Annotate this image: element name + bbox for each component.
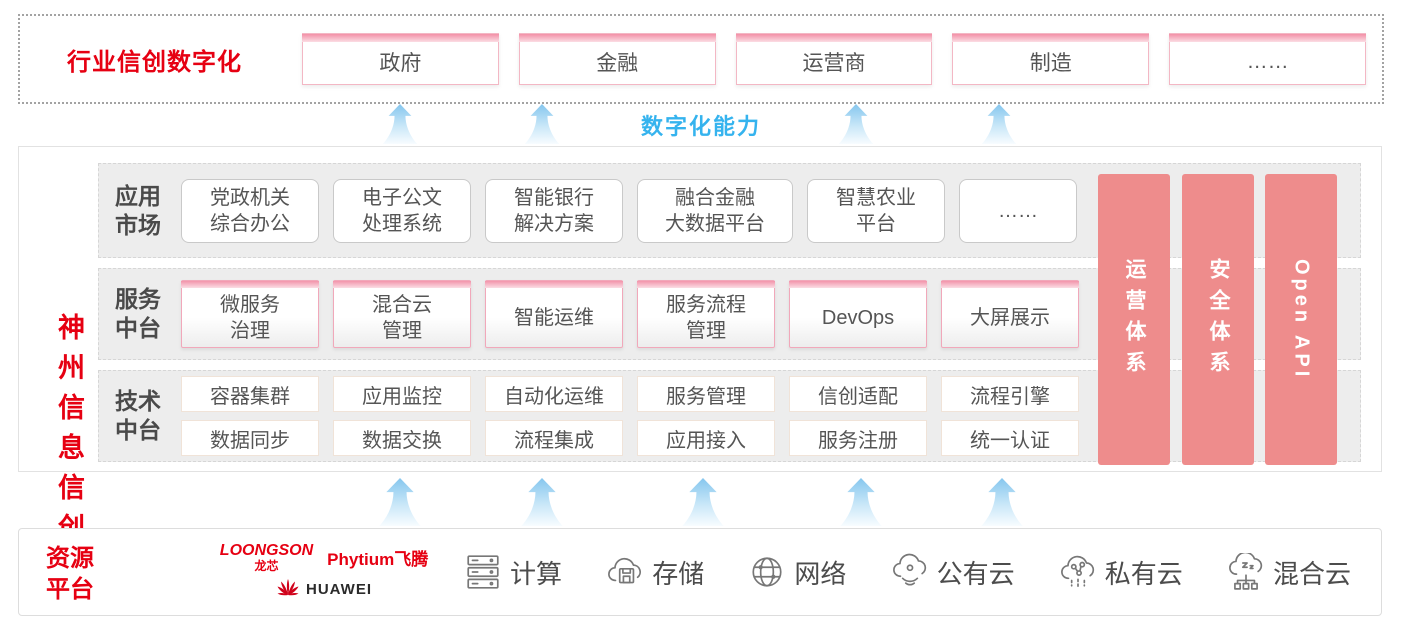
industry-box-manufacturing: 制造 (952, 33, 1150, 85)
vendor-logos: LOONGSON 龙芯 Phytium飞腾 (209, 533, 439, 611)
industry-row: 政府 金融 运营商 制造 …… (302, 16, 1366, 102)
platform-rows: 应用 市场 党政机关 综合办公 电子公文 处理系统 智能银行 解决方案 融合金融… (98, 163, 1361, 462)
tech-box: 统一认证 (941, 420, 1079, 456)
up-arrow-icon (682, 478, 724, 526)
app-box: 智能银行 解决方案 (485, 178, 623, 243)
resource-item-label: 私有云 (1104, 558, 1183, 589)
resource-item-label: 网络 (794, 558, 847, 589)
row-tech-label: 技术 中台 (115, 388, 161, 443)
resource-item-compute: 计算 (464, 553, 562, 591)
up-arrow-icon (379, 478, 421, 526)
resource-item-label: 计算 (510, 558, 563, 589)
huawei-flower-icon (277, 579, 299, 596)
row-app-market-items: 党政机关 综合办公 电子公文 处理系统 智能银行 解决方案 融合金融 大数据平台… (181, 178, 1077, 243)
resource-item-storage: 存储 (606, 553, 704, 591)
industry-box-finance: 金融 (518, 33, 716, 85)
service-box: 混合云 管理 (333, 280, 471, 348)
pillar-open-api: Open API (1265, 174, 1337, 465)
resource-platform-box: 资源 平台 LOONGSON 龙芯 Phytium飞腾 (18, 528, 1382, 616)
huawei-wordmark: HUAWEI (306, 580, 372, 598)
pillar-operation-label: 运营体系 (1123, 257, 1146, 382)
resource-platform-label: 资源 平台 (46, 545, 94, 604)
pillar-operation-system: 运营体系 (1098, 174, 1170, 465)
tech-box: 服务注册 (789, 420, 927, 456)
tech-box: 数据交换 (333, 420, 471, 456)
storage-icon (606, 553, 644, 591)
app-box-more: …… (959, 178, 1077, 243)
industry-box-operator: 运营商 (735, 33, 933, 85)
up-arrow-icon (521, 478, 563, 526)
row-service-items: 微服务 治理 混合云 管理 智能运维 服务流程 管理 DevOps 大屏展示 (181, 280, 1079, 348)
industry-band-title: 行业信创数字化 (67, 48, 242, 76)
industry-box-more: …… (1169, 33, 1366, 85)
app-box: 融合金融 大数据平台 (637, 178, 793, 243)
tech-box: 自动化运维 (485, 376, 623, 412)
service-box: DevOps (789, 280, 927, 348)
row-service-label: 服务 中台 (115, 286, 161, 341)
pillar-open-api-label: Open API (1290, 258, 1313, 381)
industry-band: 行业信创数字化 政府 金融 运营商 制造 …… (18, 14, 1384, 104)
service-box: 智能运维 (485, 280, 623, 348)
app-box: 电子公文 处理系统 (333, 178, 471, 243)
up-arrow-icon (524, 104, 560, 144)
resource-item-label: 公有云 (936, 558, 1015, 589)
up-arrow-icon (981, 478, 1023, 526)
resource-item-hybrid-cloud: 混合云 (1227, 553, 1351, 591)
row-service-middle-platform: 服务 中台 微服务 治理 混合云 管理 智能运维 服务流程 管理 DevOps … (98, 268, 1361, 360)
loongson-cn-label: 龙芯 (254, 558, 279, 573)
phytium-logo: Phytium飞腾 (327, 549, 429, 569)
resource-item-public-cloud: 公有云 (891, 553, 1015, 591)
service-box: 微服务 治理 (181, 280, 319, 348)
up-arrow-icon (838, 104, 874, 144)
public-cloud-icon (891, 553, 929, 591)
app-box: 智慧农业 平台 (807, 178, 945, 243)
resource-items: 计算 存储 (464, 529, 1351, 615)
tech-box: 数据同步 (181, 420, 319, 456)
private-cloud-icon (1059, 553, 1097, 591)
row-tech-items-1: 容器集群 应用监控 自动化运维 服务管理 信创适配 流程引擎 (181, 376, 1079, 412)
row-tech-grid: 容器集群 应用监控 自动化运维 服务管理 信创适配 流程引擎 数据同步 数据交换… (181, 376, 1079, 456)
loongson-wordmark: LOONGSON (219, 541, 314, 559)
tech-box: 应用接入 (637, 420, 775, 456)
tech-box: 信创适配 (789, 376, 927, 412)
tech-box: 服务管理 (637, 376, 775, 412)
loongson-logo: LOONGSON 龙芯 (219, 541, 314, 573)
huawei-logo: HUAWEI (276, 577, 372, 601)
row-tech-middle-platform: 技术 中台 容器集群 应用监控 自动化运维 服务管理 信创适配 流程引擎 数据同… (98, 370, 1361, 462)
up-arrow-icon (840, 478, 882, 526)
service-box: 大屏展示 (941, 280, 1079, 348)
row-tech-items-2: 数据同步 数据交换 流程集成 应用接入 服务注册 统一认证 (181, 420, 1079, 456)
capability-label: 数字化能力 (640, 114, 761, 139)
up-arrow-icon (981, 104, 1017, 144)
tech-box: 流程引擎 (941, 376, 1079, 412)
app-box: 党政机关 综合办公 (181, 178, 319, 243)
tech-box: 应用监控 (333, 376, 471, 412)
network-icon (748, 553, 786, 591)
industry-box-government: 政府 (302, 33, 499, 85)
vendor-line-1: LOONGSON 龙芯 Phytium飞腾 (219, 541, 429, 573)
pillar-security-system: 安全体系 (1182, 174, 1254, 465)
platform-box: 神州信息信创云 应用 市场 党政机关 综合办公 电子公文 处理系统 智能银行 解… (18, 146, 1382, 593)
resource-item-label: 混合云 (1272, 558, 1351, 589)
resource-item-label: 存储 (652, 558, 705, 589)
row-app-market: 应用 市场 党政机关 综合办公 电子公文 处理系统 智能银行 解决方案 融合金融… (98, 163, 1361, 258)
hybrid-cloud-icon (1227, 553, 1265, 591)
resource-item-network: 网络 (748, 553, 846, 591)
up-arrow-icon (382, 104, 418, 144)
server-icon (464, 553, 502, 591)
service-box: 服务流程 管理 (637, 280, 775, 348)
row-app-market-label: 应用 市场 (115, 182, 161, 238)
pillar-security-label: 安全体系 (1207, 257, 1230, 382)
tech-box: 流程集成 (485, 420, 623, 456)
resource-item-private-cloud: 私有云 (1059, 553, 1183, 591)
tech-box: 容器集群 (181, 376, 319, 412)
